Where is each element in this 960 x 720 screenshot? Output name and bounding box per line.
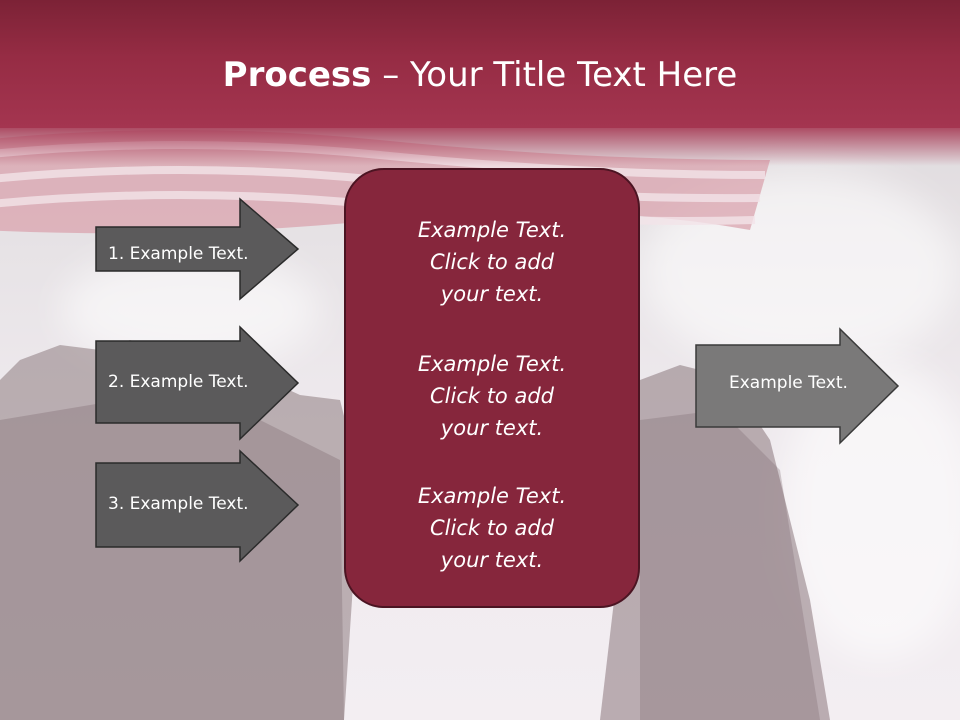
- center-paragraph-2: Example Text. Click to add your text.: [346, 348, 638, 444]
- input-arrow-1[interactable]: 1. Example Text.: [95, 197, 300, 301]
- input-arrow-label: 1. Example Text.: [108, 244, 249, 264]
- right-arrow-shape: [95, 325, 300, 441]
- right-arrow-shape: [95, 449, 300, 563]
- title-band-fade: [0, 126, 960, 166]
- paragraph-line: Click to add: [429, 250, 554, 274]
- paragraph-line: your text.: [440, 416, 544, 440]
- title-rest: Your Title Text Here: [410, 55, 738, 95]
- paragraph-line: Click to add: [429, 516, 554, 540]
- output-arrow-label: Example Text.: [729, 373, 848, 393]
- slide-title[interactable]: Process – Your Title Text Here: [0, 50, 960, 100]
- paragraph-line: Example Text.: [417, 352, 567, 376]
- paragraph-line: your text.: [440, 548, 544, 572]
- title-band: [0, 0, 960, 128]
- title-separator: –: [371, 55, 411, 95]
- center-paragraph-3: Example Text. Click to add your text.: [346, 480, 638, 576]
- right-arrow-shape: [695, 327, 900, 445]
- process-center-box[interactable]: Example Text. Click to add your text. Ex…: [344, 168, 640, 608]
- paragraph-line: Example Text.: [417, 484, 567, 508]
- paragraph-line: your text.: [440, 282, 544, 306]
- center-paragraph-1: Example Text. Click to add your text.: [346, 214, 638, 310]
- paragraph-line: Click to add: [429, 384, 554, 408]
- input-arrow-label: 2. Example Text.: [108, 372, 249, 392]
- right-arrow-shape: [95, 197, 300, 301]
- input-arrow-2[interactable]: 2. Example Text.: [95, 325, 300, 441]
- input-arrow-3[interactable]: 3. Example Text.: [95, 449, 300, 563]
- output-arrow[interactable]: Example Text.: [695, 327, 900, 445]
- title-bold: Process: [222, 55, 372, 95]
- paragraph-line: Example Text.: [417, 218, 567, 242]
- input-arrow-label: 3. Example Text.: [108, 494, 249, 514]
